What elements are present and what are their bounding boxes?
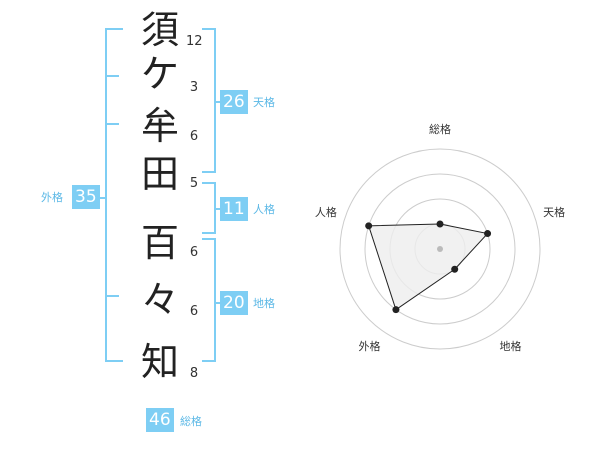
name-char-1: 須 <box>140 8 179 52</box>
name-char-2: ケ <box>140 52 179 96</box>
name-char-4: 田 <box>140 152 179 196</box>
name-char-6: 々 <box>140 278 179 322</box>
stroke-count-1: 12 <box>186 34 203 49</box>
radar-ring <box>364 173 516 325</box>
radar-axis-label-1: 総格 <box>429 122 451 136</box>
radar-axis-label-3: 地格 <box>500 339 522 353</box>
tenkaku-value: 26 <box>220 90 248 114</box>
gaikaku-tick-2 <box>105 123 119 125</box>
radar-point-4 <box>392 306 400 314</box>
stroke-count-4: 5 <box>189 176 199 191</box>
tenkaku-label: 天格 <box>253 96 275 109</box>
gaikaku-bracket <box>105 28 123 362</box>
name-char-3: 牟 <box>140 104 179 148</box>
stroke-count-6: 6 <box>189 304 199 319</box>
radar-point-2 <box>484 230 492 238</box>
gaikaku-label: 外格 <box>41 191 63 204</box>
jinkaku-value: 11 <box>220 197 248 221</box>
radar-point-1 <box>436 220 444 228</box>
chikaku-bracket <box>202 238 216 362</box>
name-char-7: 知 <box>140 340 179 384</box>
jinkaku-connector <box>214 208 222 210</box>
stroke-count-2: 3 <box>189 80 199 95</box>
chikaku-connector <box>214 302 222 304</box>
radar-center-dot <box>437 246 443 252</box>
radar-axis-label-4: 外格 <box>358 339 380 353</box>
radar-point-3 <box>451 265 459 273</box>
gaikaku-connector <box>98 197 105 199</box>
tenkaku-connector <box>214 101 222 103</box>
jinkaku-label: 人格 <box>253 203 275 216</box>
radar-ring <box>339 148 541 350</box>
radar-point-5 <box>365 222 373 230</box>
gaikaku-tick-1 <box>105 75 119 77</box>
name-char-5: 百 <box>140 221 179 265</box>
radar-data-polygon <box>367 223 489 311</box>
stroke-count-7: 8 <box>189 366 199 381</box>
gaikaku-value: 35 <box>72 185 100 209</box>
name-diagram: 須 ケ 牟 田 百 々 知 12 3 6 5 6 6 8 35 外格 26 天格… <box>41 8 275 432</box>
radar-axis-label-5: 人格 <box>315 205 337 219</box>
chikaku-value: 20 <box>220 291 248 315</box>
chikaku-label: 地格 <box>253 297 275 310</box>
stroke-count-5: 6 <box>189 245 199 260</box>
soukaku-value: 46 <box>146 408 174 432</box>
stroke-count-3: 6 <box>189 129 199 144</box>
radar-axis-label-2: 天格 <box>543 205 565 219</box>
gaikaku-tick-3 <box>105 295 119 297</box>
tenkaku-bracket <box>202 28 216 173</box>
soukaku-label: 総格 <box>180 415 202 428</box>
